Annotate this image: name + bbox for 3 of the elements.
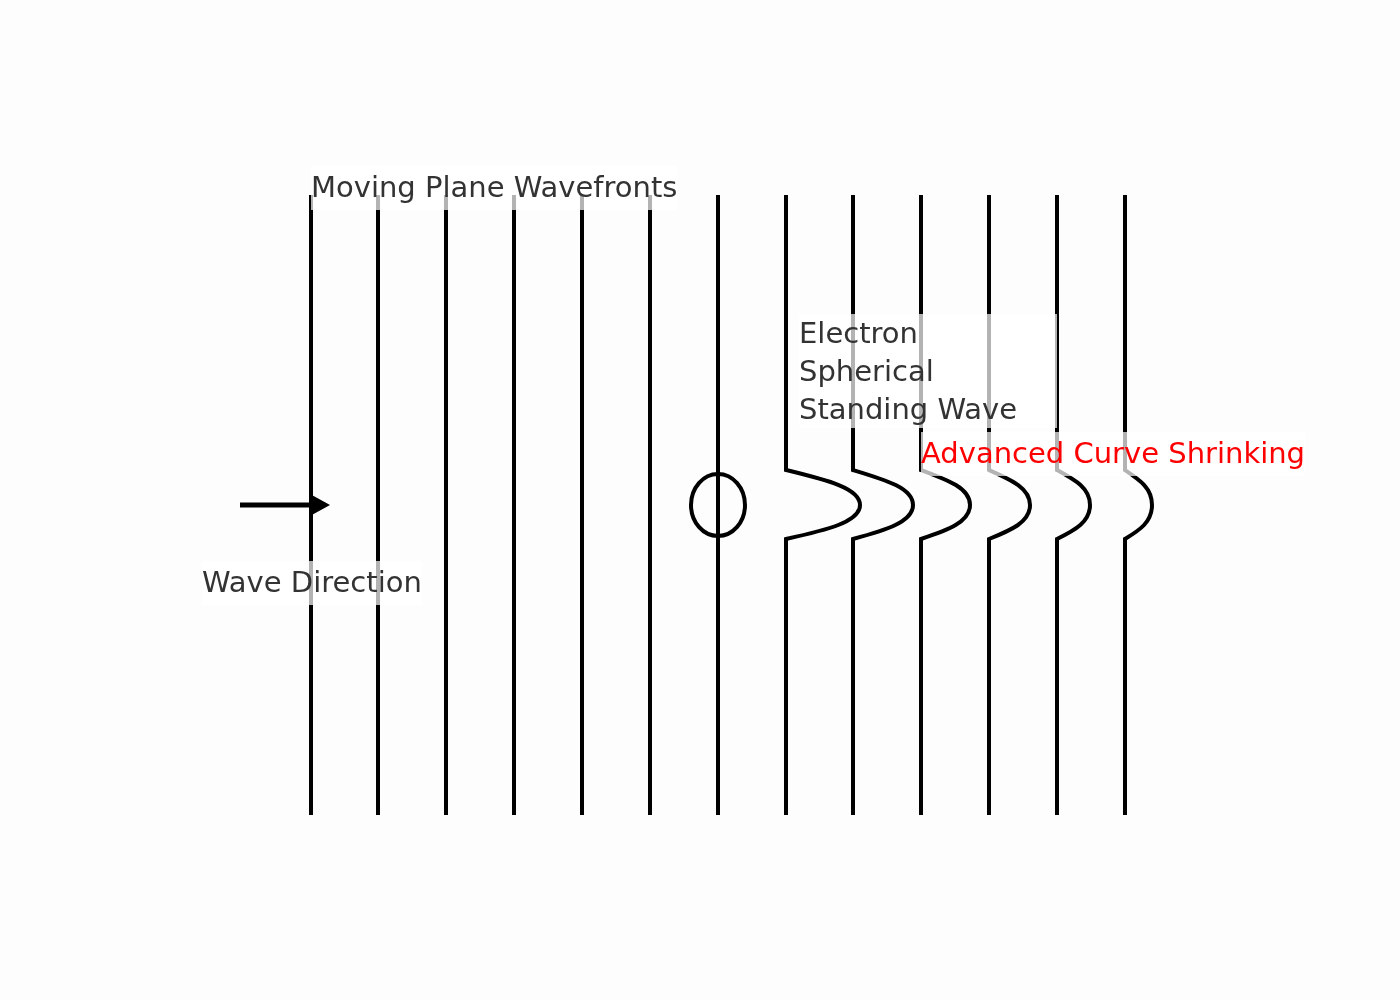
wave-label: Advanced Curve Shrinking (921, 432, 1306, 476)
arrow-label: Wave Direction (202, 561, 422, 605)
wave-label: Electron Spherical Standing Wave (799, 314, 1057, 428)
